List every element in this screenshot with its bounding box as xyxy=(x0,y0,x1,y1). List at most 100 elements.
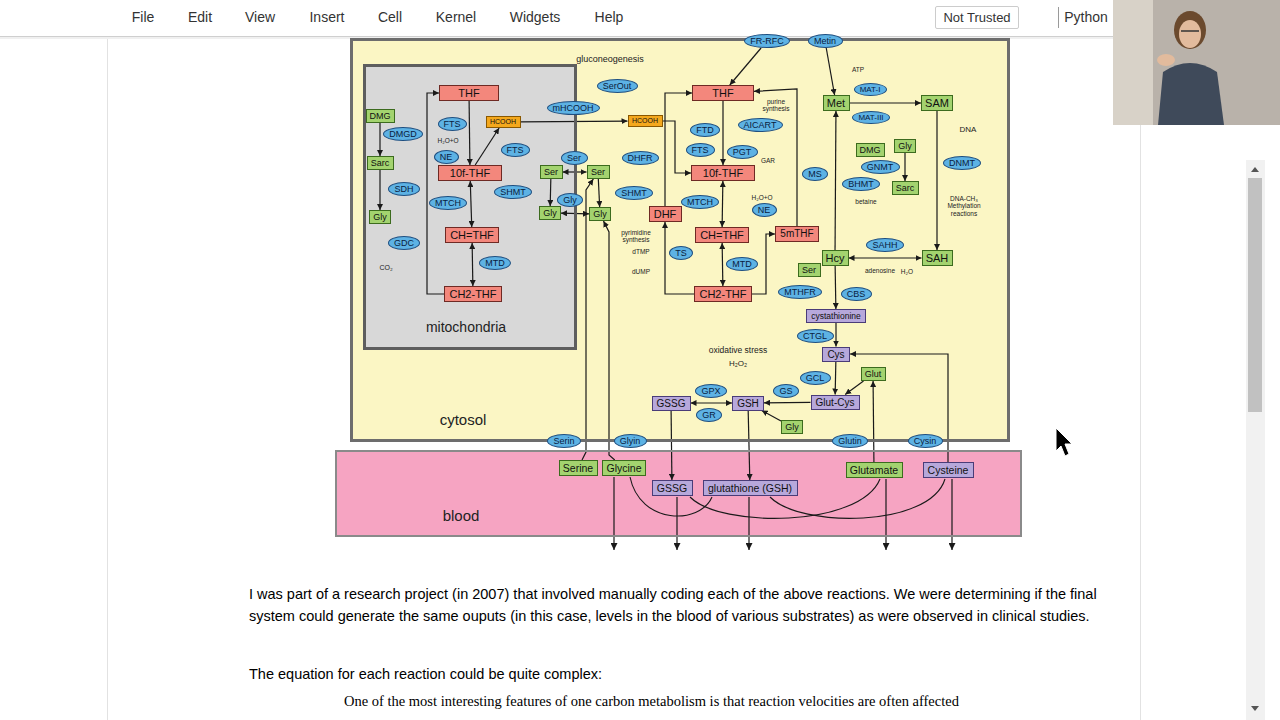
metabolite-box: Ser xyxy=(540,165,563,179)
node-label: MTD xyxy=(732,259,752,269)
metabolite-box: Gly xyxy=(539,206,561,220)
node-label: FTS xyxy=(444,119,461,129)
menu-item: Help xyxy=(595,9,624,25)
node-label: SHMT xyxy=(621,188,647,198)
reaction-arrow xyxy=(834,111,836,250)
reaction-arrow xyxy=(722,101,723,165)
cytosol-fill xyxy=(350,38,1010,442)
enzyme-ellipse: TS xyxy=(669,246,693,260)
reaction-arrow xyxy=(850,354,948,462)
reaction-arrow xyxy=(849,257,922,258)
node-label: SDH xyxy=(394,184,413,194)
reaction-arrow xyxy=(722,243,724,286)
enzyme-ellipse: mHCOOH xyxy=(547,101,600,115)
efflux-arrow xyxy=(951,479,952,550)
node-label: Glut xyxy=(865,369,882,379)
node-label: Glycine xyxy=(606,462,641,474)
node-label: 5mTHF xyxy=(780,228,813,240)
kernel-separator xyxy=(1058,7,1059,28)
metabolite-box: DMG xyxy=(366,109,395,123)
node-label: GSSG xyxy=(657,398,686,409)
node-label: Ser xyxy=(567,153,581,163)
pathway-note: purine synthesis xyxy=(759,98,793,113)
node-label: Not Trusted xyxy=(943,10,1010,25)
folate-box: 10f-THF xyxy=(438,165,502,181)
node-label: Gly xyxy=(593,209,607,219)
enzyme-ellipse: GCL xyxy=(800,371,831,385)
node-label: Ser xyxy=(544,167,558,177)
node-label: DMG xyxy=(860,145,881,155)
quoted-text: One of the most interesting features of … xyxy=(344,692,959,710)
menu-item: Widgets xyxy=(510,9,561,25)
reaction-arrow xyxy=(550,179,552,206)
formate-box: HCOOH xyxy=(628,115,663,127)
paragraph: I was part of a research project (in 200… xyxy=(249,583,1109,627)
reaction-arrow xyxy=(754,89,797,226)
efflux-arrow xyxy=(748,497,749,550)
folate-box: CH=THF xyxy=(445,227,499,243)
folate-box: CH2-THF xyxy=(444,286,502,302)
metabolite-box: Glut xyxy=(861,367,886,381)
node-label: glutathione (GSH) xyxy=(708,482,792,494)
pathway-note: DNA xyxy=(960,125,977,134)
thiol-box: GSH xyxy=(732,396,764,411)
enzyme-ellipse: SAHH xyxy=(866,238,904,252)
node-label: Ser xyxy=(591,167,605,177)
enzyme-ellipse: FTS xyxy=(501,143,530,157)
node-label: MAT-III xyxy=(858,113,883,122)
enzyme-ellipse: MTHFR xyxy=(778,285,822,299)
reaction-arrow xyxy=(469,101,471,165)
paragraph: The equation for each reaction could be … xyxy=(249,663,602,685)
webcam-wall xyxy=(1113,0,1153,125)
thiol-box: cystathionine xyxy=(806,309,866,323)
node-label: HCOOH xyxy=(490,118,516,126)
menu-bar xyxy=(0,0,1280,36)
enzyme-ellipse: Gly xyxy=(557,193,583,207)
node-label: CH=THF xyxy=(700,229,744,241)
trust-indicator: Not Trusted xyxy=(935,6,1019,29)
enzyme-ellipse: Cysin xyxy=(908,434,943,448)
folate-box: 5mTHF xyxy=(775,226,819,242)
thiol-box: Cysteine xyxy=(923,462,974,478)
enzyme-ellipse: Glyin xyxy=(614,434,647,448)
metabolite-box: Gly xyxy=(589,207,611,221)
enzyme-ellipse: MTCH xyxy=(429,196,467,210)
menu-item: Insert xyxy=(309,9,344,25)
node-label: AICART xyxy=(744,120,777,130)
scrollbar-track xyxy=(1246,160,1265,720)
webcam-person-hair xyxy=(1174,11,1206,49)
reaction-arrow xyxy=(904,153,905,181)
node-label: Gly xyxy=(898,141,912,151)
enzyme-ellipse: SerOut xyxy=(597,79,638,93)
node-label: PGT xyxy=(733,147,752,157)
node-label: GSSG xyxy=(657,482,687,494)
menu-item: File xyxy=(132,9,155,25)
folate-box: CH=THF xyxy=(695,227,749,243)
enzyme-ellipse: GS xyxy=(773,384,799,398)
reaction-arrow xyxy=(850,102,922,103)
reaction-arrow xyxy=(665,222,694,294)
node-label: SAM xyxy=(925,97,949,109)
metabolite-box: SAM xyxy=(921,95,953,111)
metabolite-box: Gly xyxy=(894,139,916,153)
node-label: Glutamate xyxy=(850,464,898,476)
enzyme-ellipse: SHMT xyxy=(494,185,532,199)
node-label: MTCH xyxy=(435,198,461,208)
enzyme-ellipse: MS xyxy=(802,167,828,181)
notebook-edge xyxy=(1140,36,1141,720)
folate-box: 10f-THF xyxy=(691,165,755,181)
node-label: cystathionine xyxy=(811,311,861,321)
node-label: Glut-Cys xyxy=(816,397,855,408)
node-label: FTS xyxy=(692,145,709,155)
metabolite-box: Ser xyxy=(798,263,821,277)
node-label: BHMT xyxy=(848,179,874,189)
reaction-arrow xyxy=(604,221,615,460)
node-label: Glyin xyxy=(620,436,641,446)
webcam-person-glasses xyxy=(1181,30,1199,32)
enzyme-ellipse: AICART xyxy=(738,118,783,132)
metabolite-box: Ser xyxy=(587,165,610,179)
pathway-note: H₂O+O xyxy=(751,194,772,201)
metabolite-box: Sarc xyxy=(892,181,919,195)
pathway-note: adenosine xyxy=(865,267,895,274)
